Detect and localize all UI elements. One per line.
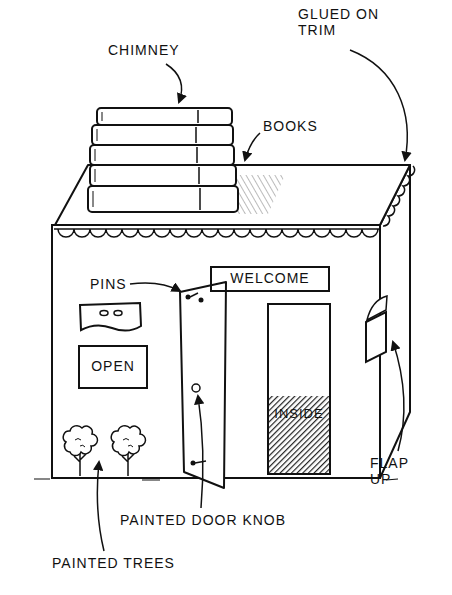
pin — [195, 461, 206, 463]
leader-line — [198, 396, 203, 508]
book — [88, 186, 238, 212]
pin — [191, 461, 196, 466]
book — [92, 125, 233, 145]
leader-line — [97, 462, 104, 551]
tree-leaves — [123, 439, 133, 448]
leader-line — [166, 64, 182, 102]
tree-crown — [63, 426, 97, 456]
leader-line — [245, 133, 260, 160]
pin — [190, 293, 198, 297]
doorway: INSIDE — [267, 303, 331, 475]
doorway-floor — [269, 396, 329, 474]
book-spine — [93, 112, 102, 207]
scalloped-trim — [58, 229, 378, 237]
callout-label: CHIMNEY — [108, 42, 180, 58]
pin — [100, 311, 108, 316]
book-shadow — [236, 175, 285, 214]
callout-label: PINS — [90, 276, 127, 292]
door-knob — [192, 384, 200, 392]
side-trim — [383, 166, 415, 226]
pin — [186, 295, 191, 300]
leader-line — [130, 283, 180, 291]
pin — [199, 298, 204, 303]
ground-mark — [34, 479, 398, 480]
sign-box: WELCOME — [210, 266, 330, 292]
callout-label: PAINTED TREES — [52, 555, 175, 571]
sign-box: OPEN — [78, 345, 148, 389]
callout-label: GLUED ON TRIM — [298, 6, 382, 38]
callout-label: BOOKS — [263, 118, 318, 134]
sign-text: WELCOME — [230, 271, 309, 286]
leader-line — [393, 342, 404, 451]
roof — [55, 165, 410, 225]
sign-text: OPEN — [91, 359, 135, 374]
book-stack — [88, 108, 238, 212]
painted-trees — [63, 426, 145, 476]
callout-label: FLAP UP — [370, 455, 416, 487]
book — [90, 165, 236, 186]
pin — [114, 311, 122, 316]
book-spine — [196, 110, 200, 210]
tree-leaves — [75, 439, 85, 448]
callout-label: PAINTED DOOR KNOB — [120, 512, 286, 528]
leader-lines — [97, 50, 407, 551]
tree-crown — [111, 426, 145, 456]
sign-text: INSIDE — [274, 407, 323, 421]
book — [90, 145, 234, 165]
leader-line — [350, 50, 407, 160]
flap — [367, 296, 387, 320]
book — [97, 108, 232, 125]
window-flap — [80, 303, 141, 331]
